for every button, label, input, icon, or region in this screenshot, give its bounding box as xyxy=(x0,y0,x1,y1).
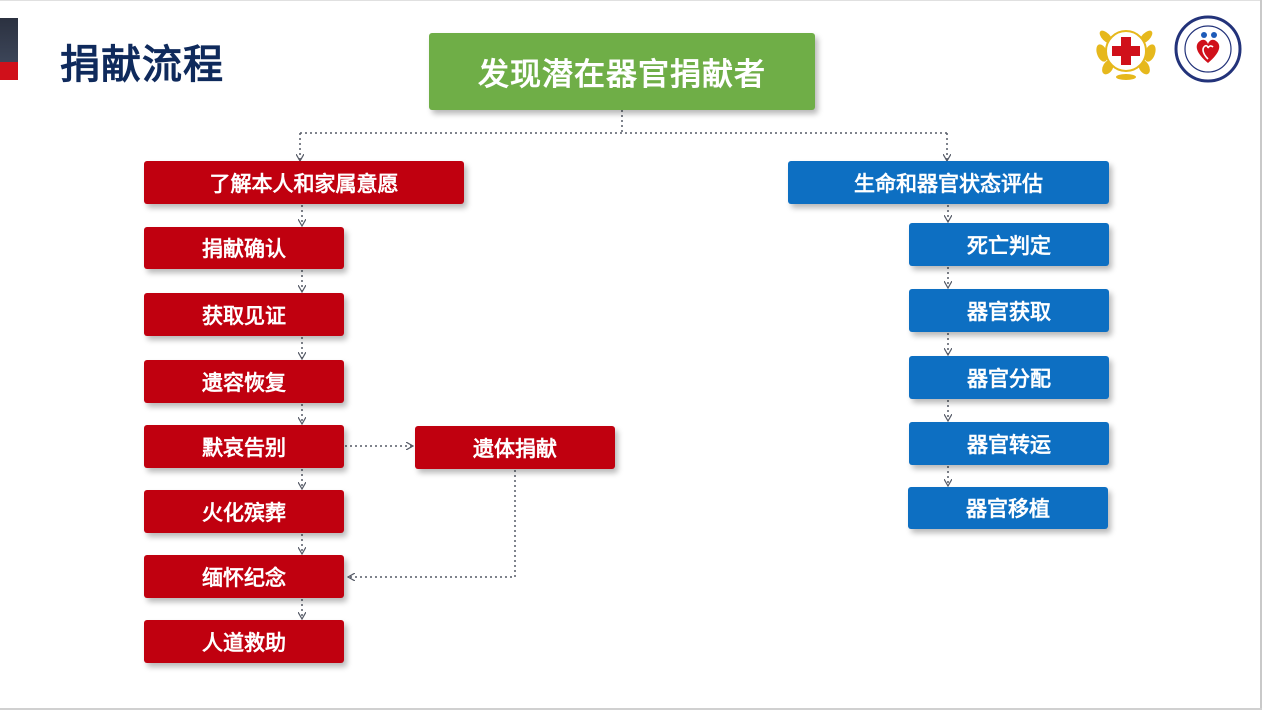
organ-donation-center-logo-icon xyxy=(1174,15,1242,83)
left-node-7: 缅怀纪念 xyxy=(144,555,344,598)
root-node: 发现潜在器官捐献者 xyxy=(429,33,815,110)
left-node-2: 捐献确认 xyxy=(144,227,344,269)
right-node-2: 死亡判定 xyxy=(909,223,1109,266)
title-accent-red-bar xyxy=(0,62,18,80)
left-node-4: 遗容恢复 xyxy=(144,360,344,403)
right-node-5: 器官转运 xyxy=(909,422,1109,465)
left-node-6: 火化殡葬 xyxy=(144,490,344,533)
title-accent-dark-bar xyxy=(0,18,18,62)
side-node: 遗体捐献 xyxy=(415,426,615,469)
right-node-3: 器官获取 xyxy=(909,289,1109,332)
slide-right-border xyxy=(1260,0,1262,710)
connector-side-node-return xyxy=(349,470,516,577)
page-title: 捐献流程 xyxy=(60,42,224,88)
right-node-4: 器官分配 xyxy=(909,356,1109,399)
left-node-8: 人道救助 xyxy=(144,620,344,663)
right-node-1: 生命和器官状态评估 xyxy=(788,161,1109,204)
right-node-6: 器官移植 xyxy=(908,487,1108,529)
left-node-3: 获取见证 xyxy=(144,293,344,336)
left-node-1: 了解本人和家属意愿 xyxy=(144,161,464,204)
red-cross-emblem-logo-icon xyxy=(1096,30,1156,80)
slide-bottom-border xyxy=(0,708,1262,710)
left-node-5: 默哀告别 xyxy=(144,425,344,468)
slide-top-border xyxy=(0,0,1262,1)
